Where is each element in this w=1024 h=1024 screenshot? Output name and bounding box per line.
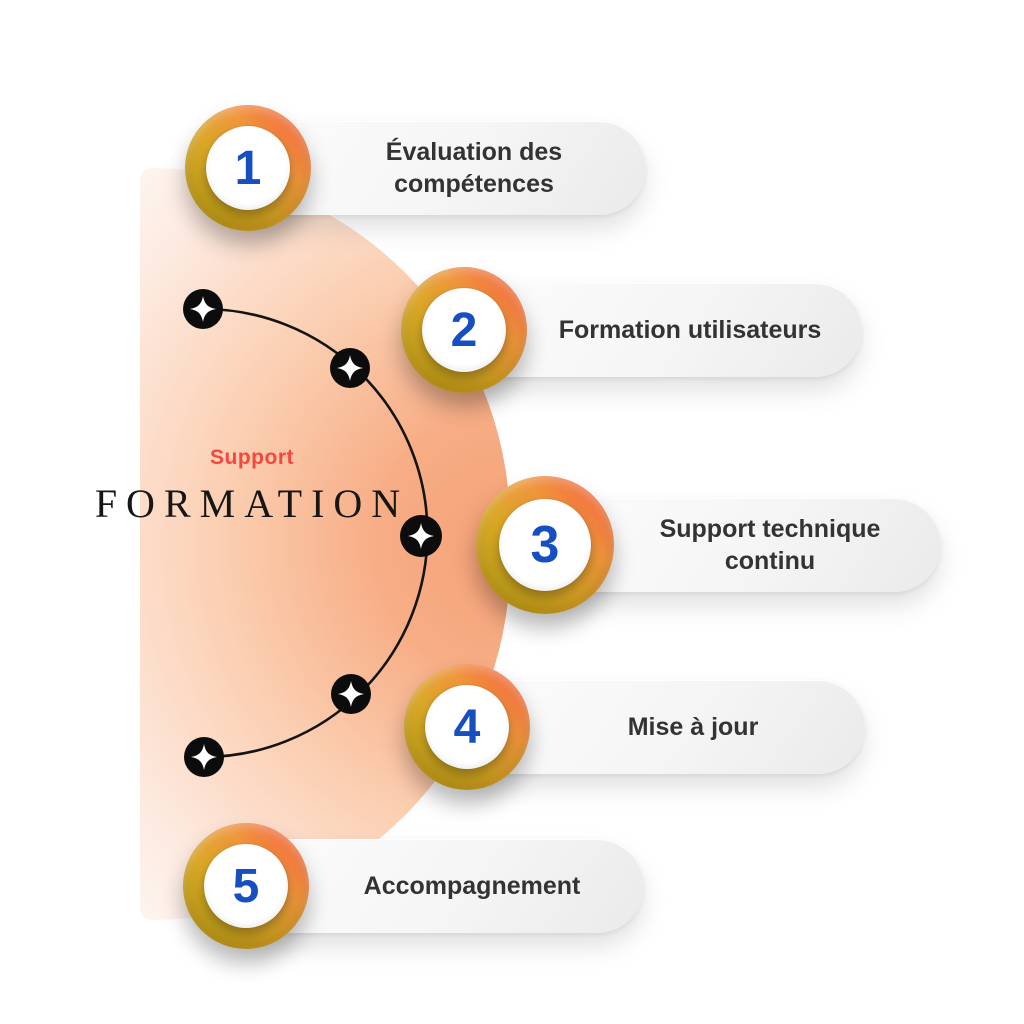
step-label-pill: Évaluation des compétences — [248, 121, 646, 215]
step-badge: 3 — [476, 476, 614, 614]
step-label: Support technique continu — [659, 515, 881, 575]
eyebrow-label: Support — [210, 446, 294, 469]
step-label-pill: Mise à jour — [467, 680, 865, 774]
step-label-pill: Accompagnement — [246, 839, 644, 933]
center-title-block: Support FORMATION — [84, 446, 420, 527]
step-label: Évaluation des compétences — [385, 138, 563, 198]
step-number: 3 — [530, 516, 560, 574]
step-label: Mise à jour — [627, 713, 759, 741]
sparkle-icon — [330, 348, 370, 388]
step-badge: 4 — [404, 664, 530, 790]
step-label: Formation utilisateurs — [558, 316, 822, 344]
step-badge-inner: 1 — [206, 126, 290, 210]
step-number: 5 — [232, 859, 260, 913]
arc-path — [202, 307, 429, 759]
step-badge-inner: 5 — [204, 844, 288, 928]
step-badge-inner: 3 — [499, 499, 591, 591]
step-badge-inner: 2 — [422, 288, 506, 372]
step-badge: 2 — [401, 267, 527, 393]
step-number: 4 — [453, 700, 481, 754]
step-number: 2 — [450, 303, 478, 357]
sparkle-icon — [184, 737, 224, 777]
page-title: FORMATION — [94, 481, 410, 526]
step-badge: 5 — [183, 823, 309, 949]
step-badge-inner: 4 — [425, 685, 509, 769]
sparkle-icon — [183, 289, 223, 329]
step-number: 1 — [234, 141, 262, 195]
sparkle-icon — [400, 515, 442, 557]
step-label: Accompagnement — [363, 872, 581, 900]
sparkle-icon — [331, 674, 371, 714]
step-badge: 1 — [185, 105, 311, 231]
step-label-pill: Formation utilisateurs — [464, 283, 862, 377]
